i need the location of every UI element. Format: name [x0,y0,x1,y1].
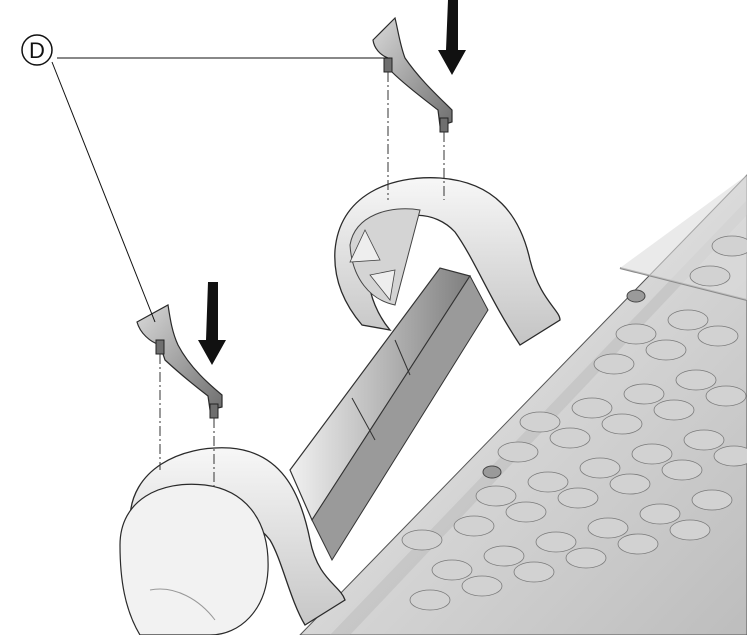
plate-dimple [713,445,747,467]
plate-dimple [453,515,495,537]
plate-dimple [667,309,709,331]
plate-dimple [615,323,657,345]
plate-dimple [497,441,539,463]
plate-dimple [609,473,651,495]
callout-circle [21,34,53,66]
plate-dimple [645,339,687,361]
plate-dimple [475,485,517,507]
insertion-arrows [198,0,466,365]
plate-dimple [711,235,747,257]
axle-shaft [289,267,489,562]
plate-dimple [601,413,643,435]
plate-dimple [639,503,681,525]
plate-dimple [483,545,525,567]
rear-bracket [334,177,561,346]
plate-dimple [689,265,731,287]
plate-dimple [549,427,591,449]
callout-label-d: D [29,38,45,63]
plate-dimple [519,411,561,433]
plate-dimple [461,575,503,597]
plate-dimple [691,489,733,511]
plate-dimple [505,501,547,523]
plate-dimple-pattern [401,235,747,611]
plate-dimple [571,397,613,419]
plate-dimple [557,487,599,509]
plate-dimple [653,399,695,421]
plate-dimple [661,459,703,481]
front-bracket [119,447,346,635]
plate-dimple [431,559,473,581]
plate-dimple [409,589,451,611]
plate-dimple [535,531,577,553]
plate-dimple [527,471,569,493]
alignment-lines [159,72,445,490]
plate-dimple [683,429,725,451]
plate-dimple [623,383,665,405]
mounting-hole [626,289,646,303]
plate-dimple [631,443,673,465]
plate-dimple [617,533,659,555]
plate-dimple [579,457,621,479]
plate-dimple [513,561,555,583]
plate-dimple [565,547,607,569]
plate-dimple [669,519,711,541]
clip-d-upper [372,16,453,133]
plate-dimple [587,517,629,539]
plate-dimple [705,385,747,407]
mounting-hole [482,465,502,479]
base-plate [299,174,747,635]
plate-dimple [401,529,443,551]
callout-d: D [21,34,390,323]
down-arrow-icon [438,0,466,75]
down-arrow-icon [198,282,226,365]
plate-dimple [675,369,717,391]
clip-d-lower [136,304,223,419]
plate-dimple [593,353,635,375]
plate-dimple [697,325,739,347]
